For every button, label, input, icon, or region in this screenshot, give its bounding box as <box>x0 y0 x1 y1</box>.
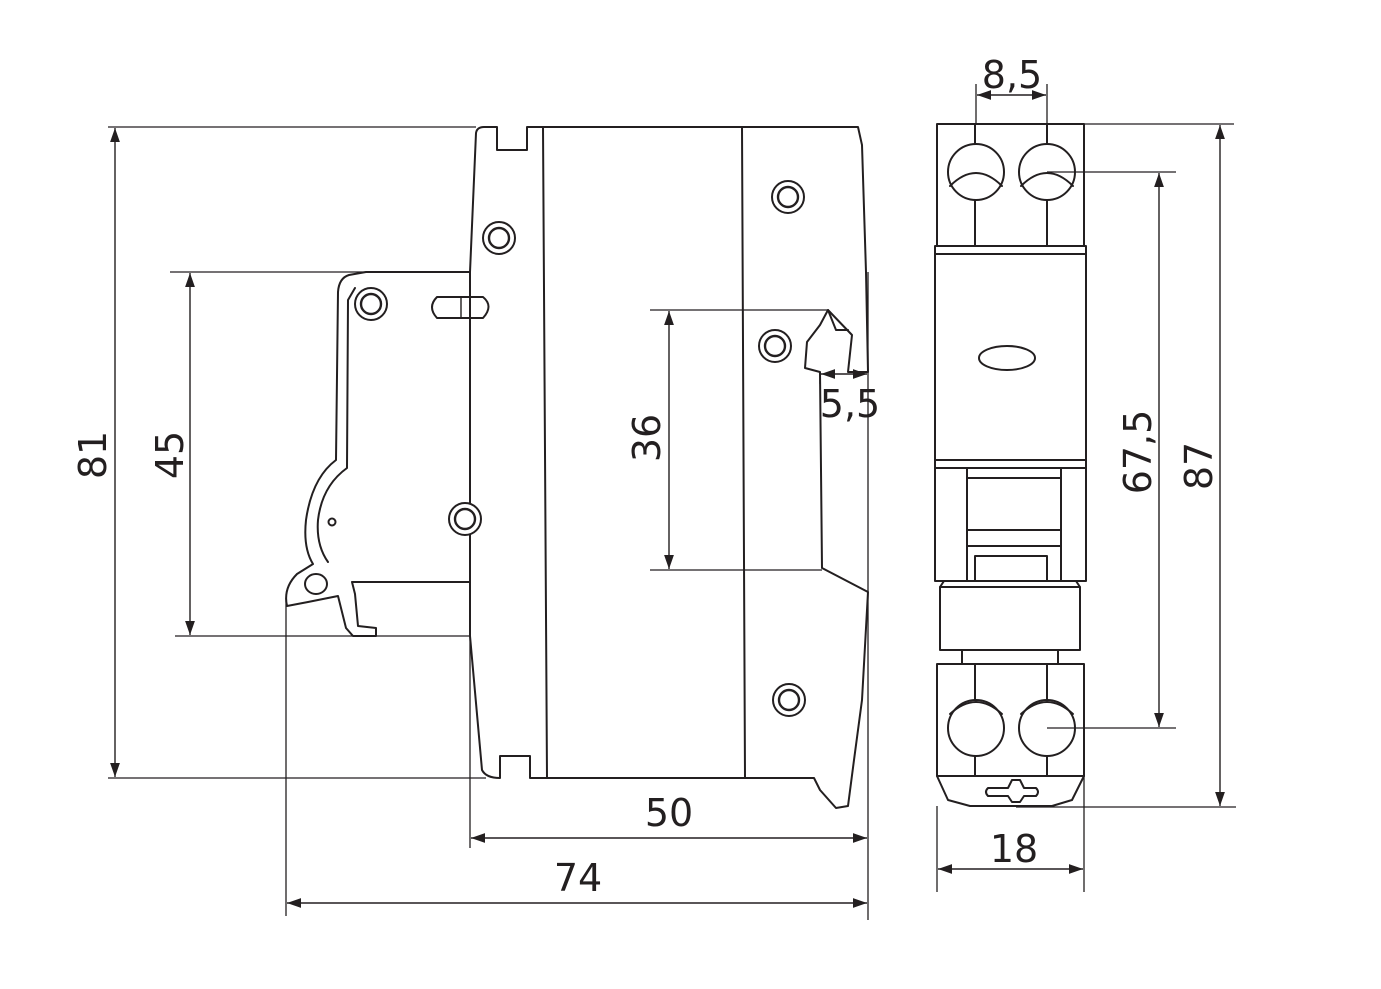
side-extension-lines <box>108 126 869 920</box>
label-8-5: 8,5 <box>982 53 1042 97</box>
label-87: 87 <box>1177 442 1221 490</box>
lever-pin-icon <box>304 573 328 595</box>
rivet-icon <box>758 329 792 363</box>
label-67-5: 67,5 <box>1116 410 1160 495</box>
handle-housing <box>934 467 1087 582</box>
din-clip-inner-line <box>316 287 356 563</box>
indicator-window-icon <box>431 296 490 319</box>
label-18: 18 <box>990 827 1038 871</box>
handle-step <box>827 309 849 331</box>
body-seam-right <box>741 126 746 779</box>
front-body-panel <box>934 245 1087 469</box>
rivet-icon <box>448 502 482 536</box>
front-extension-lines <box>936 84 1236 892</box>
label-45: 45 <box>148 431 192 479</box>
front-lower-body <box>939 586 1081 651</box>
body-seam-left <box>542 126 548 779</box>
label-74: 74 <box>554 856 602 900</box>
rivet-icon <box>482 221 516 255</box>
label-5-5: 5,5 <box>820 382 880 426</box>
rivet-icon <box>772 683 806 717</box>
din-clip-slot-icon <box>985 779 1039 803</box>
terminal-screw-icon <box>947 699 1005 757</box>
side-dimension-lines <box>110 128 867 908</box>
din-clip-bracket <box>285 271 471 637</box>
front-dimension-lines <box>938 90 1225 874</box>
rivet-icon <box>771 180 805 214</box>
front-view <box>934 123 1087 807</box>
label-81: 81 <box>71 431 115 479</box>
label-36: 36 <box>625 414 669 462</box>
label-50: 50 <box>645 791 693 835</box>
indicator-lens-icon <box>978 345 1036 371</box>
terminal-screw-icon <box>947 143 1005 201</box>
pivot-dot-icon <box>327 517 337 527</box>
rivet-icon <box>354 287 388 321</box>
side-view <box>285 126 869 809</box>
